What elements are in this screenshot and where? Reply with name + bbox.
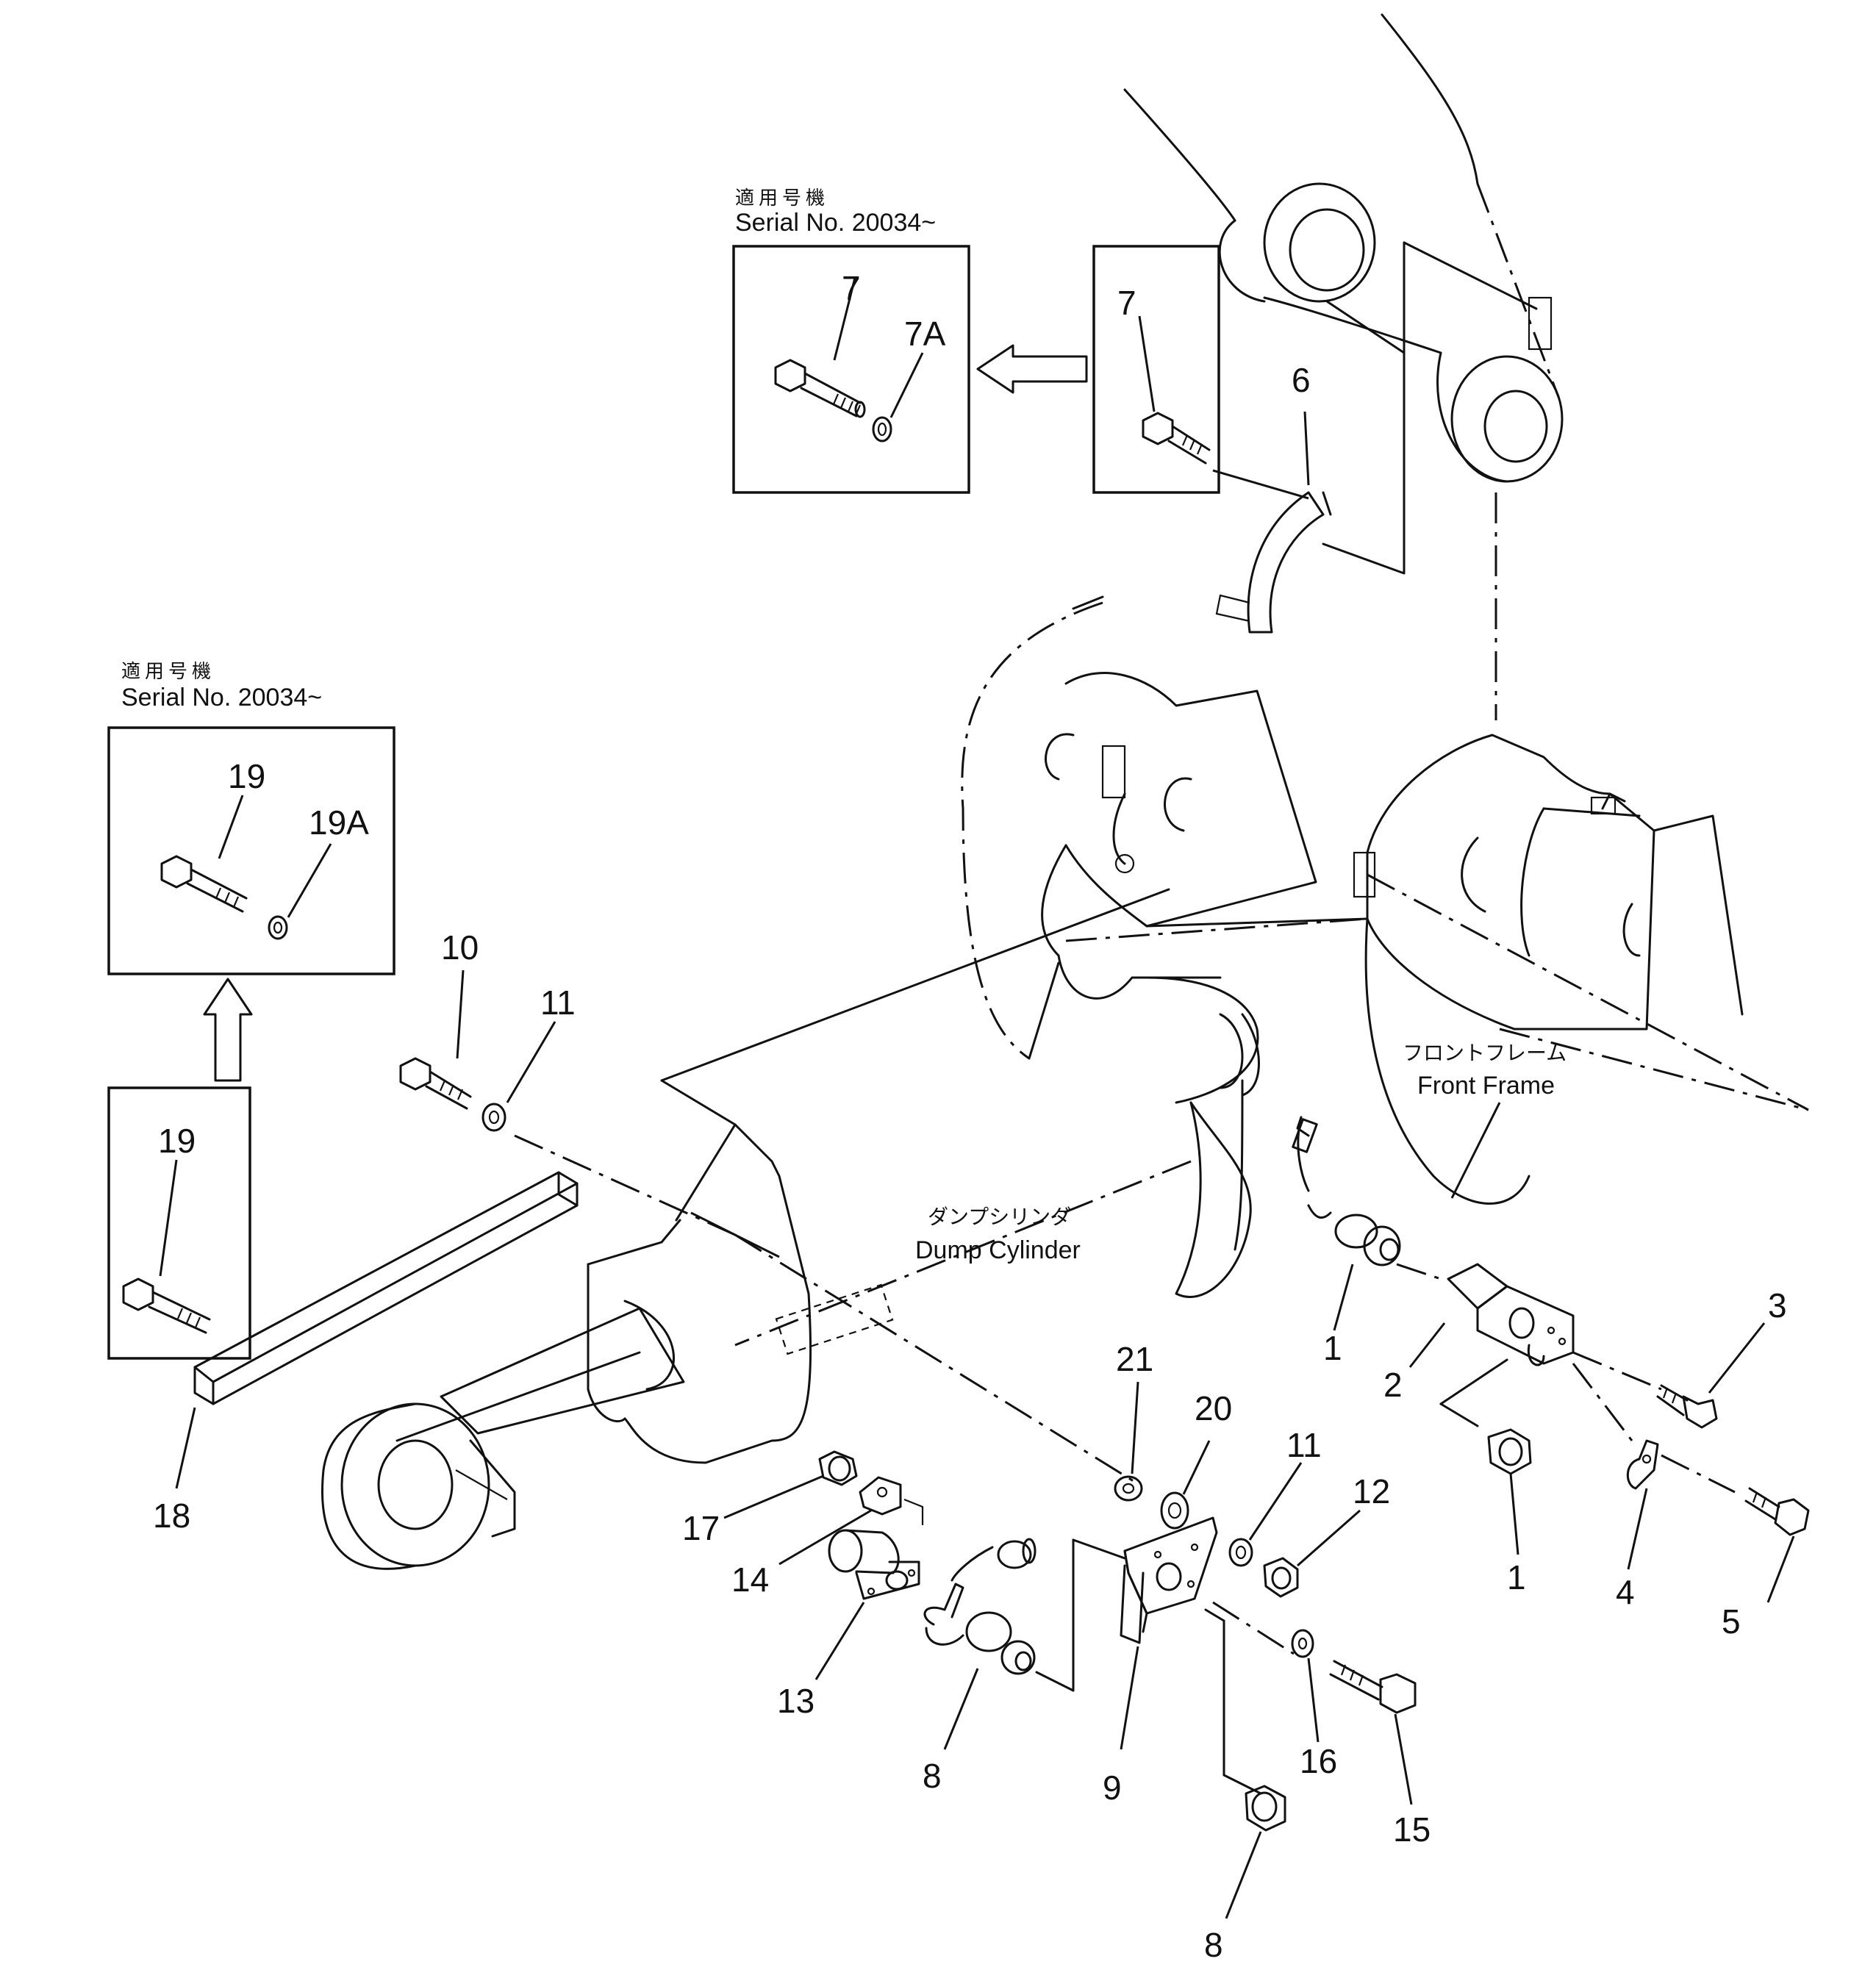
nut-17 bbox=[723, 1450, 858, 1519]
callout-19-left-old: 19 bbox=[158, 1122, 196, 1160]
dump-cylinder-label-jp: ダンプシリンダ bbox=[928, 1205, 1071, 1229]
inset-left-header-serial: Serial No. 20034~ bbox=[121, 684, 322, 712]
callout-7-top-old: 7 bbox=[1117, 284, 1136, 322]
callout-15: 15 bbox=[1393, 1810, 1431, 1849]
arrow-left-icon bbox=[976, 344, 1088, 394]
arrow-up-icon bbox=[203, 978, 253, 1082]
callout-9: 9 bbox=[1103, 1768, 1122, 1807]
dump-cylinder: ダンプシリンダ Dump Cylinder bbox=[321, 888, 1260, 1570]
callout-4: 4 bbox=[1616, 1573, 1635, 1611]
front-frame-label-en: Front Frame bbox=[1417, 1072, 1555, 1100]
bolt-10 bbox=[399, 970, 472, 1110]
washer-11a bbox=[481, 1021, 556, 1132]
bolt-icon bbox=[774, 359, 866, 418]
callout-12: 12 bbox=[1353, 1472, 1390, 1510]
washer-21 bbox=[1114, 1381, 1143, 1502]
boom-arm bbox=[1123, 13, 1564, 720]
callout-18: 18 bbox=[153, 1497, 190, 1535]
inset-left-old-box bbox=[107, 1086, 251, 1360]
inset-top-old: 7 bbox=[1092, 245, 1220, 494]
callout-14: 14 bbox=[731, 1560, 769, 1599]
inset-left-new-box bbox=[107, 726, 395, 975]
inset-top-new: 適用号機 Serial No. 20034~ 7 7A bbox=[732, 187, 970, 494]
bolt-icon bbox=[160, 855, 248, 913]
washer-16 bbox=[1291, 1629, 1320, 1743]
inset-left-header-jp: 適用号機 bbox=[121, 661, 215, 683]
washer-11b bbox=[1212, 1462, 1303, 1655]
inset-top-header-serial: Serial No. 20034~ bbox=[735, 209, 936, 237]
front-frame-label-jp: フロントフレーム bbox=[1403, 1041, 1567, 1065]
bolt-3 bbox=[1572, 1322, 1766, 1429]
bracket-2 bbox=[1396, 1263, 1575, 1427]
callout-6: 6 bbox=[1292, 361, 1311, 399]
callout-17: 17 bbox=[682, 1509, 720, 1547]
clip-4 bbox=[1572, 1363, 1736, 1570]
bolt-5 bbox=[1744, 1487, 1810, 1603]
washer-20 bbox=[1160, 1440, 1211, 1530]
callout-10: 10 bbox=[441, 928, 479, 967]
washer-icon bbox=[268, 915, 288, 940]
nut-1 bbox=[1487, 1428, 1532, 1555]
callout-1-lower: 1 bbox=[1507, 1558, 1526, 1596]
callout-2: 2 bbox=[1383, 1366, 1403, 1404]
nut-8b bbox=[1225, 1785, 1286, 1919]
proximity-switch-8 bbox=[923, 1538, 1037, 1750]
proximity-switch-1 bbox=[1292, 1116, 1401, 1331]
bolt-icon bbox=[1142, 412, 1211, 465]
washer-icon bbox=[872, 416, 892, 442]
angle-bar-18 bbox=[175, 1171, 579, 1489]
inset-top-header-jp: 適用号機 bbox=[735, 187, 829, 209]
callout-19-left-new: 19 bbox=[228, 757, 265, 795]
callout-11-upper: 11 bbox=[540, 983, 576, 1022]
nut-12 bbox=[1263, 1509, 1361, 1598]
bracket-13 bbox=[815, 1529, 920, 1680]
callout-19a: 19A bbox=[309, 803, 369, 842]
bracket-9 bbox=[1035, 1516, 1262, 1795]
callout-21: 21 bbox=[1116, 1340, 1153, 1378]
callout-7-top-new: 7 bbox=[842, 269, 861, 307]
callout-1-upper: 1 bbox=[1323, 1329, 1342, 1367]
clip-14 bbox=[778, 1476, 924, 1566]
callout-16: 16 bbox=[1300, 1742, 1337, 1780]
callout-8-left: 8 bbox=[923, 1757, 942, 1795]
dump-cylinder-label-en: Dump Cylinder bbox=[915, 1236, 1081, 1264]
callout-13: 13 bbox=[777, 1682, 815, 1720]
callout-3: 3 bbox=[1768, 1286, 1787, 1325]
inset-left-old: 19 bbox=[107, 1086, 251, 1360]
callout-7a: 7A bbox=[904, 315, 946, 353]
inset-left-new: 適用号機 Serial No. 20034~ 19 19A bbox=[107, 661, 395, 975]
callout-8-bottom: 8 bbox=[1204, 1926, 1223, 1964]
callout-20: 20 bbox=[1195, 1389, 1232, 1427]
inset-top-old-box bbox=[1092, 245, 1220, 494]
front-frame: フロントフレーム Front Frame bbox=[961, 595, 1809, 1205]
callout-11-lower: 11 bbox=[1286, 1426, 1322, 1464]
plate-6 bbox=[1212, 411, 1332, 634]
bolt-icon bbox=[122, 1277, 211, 1334]
bolt-15 bbox=[1329, 1660, 1417, 1805]
callout-5: 5 bbox=[1722, 1602, 1741, 1641]
inset-top-new-box bbox=[732, 245, 970, 494]
